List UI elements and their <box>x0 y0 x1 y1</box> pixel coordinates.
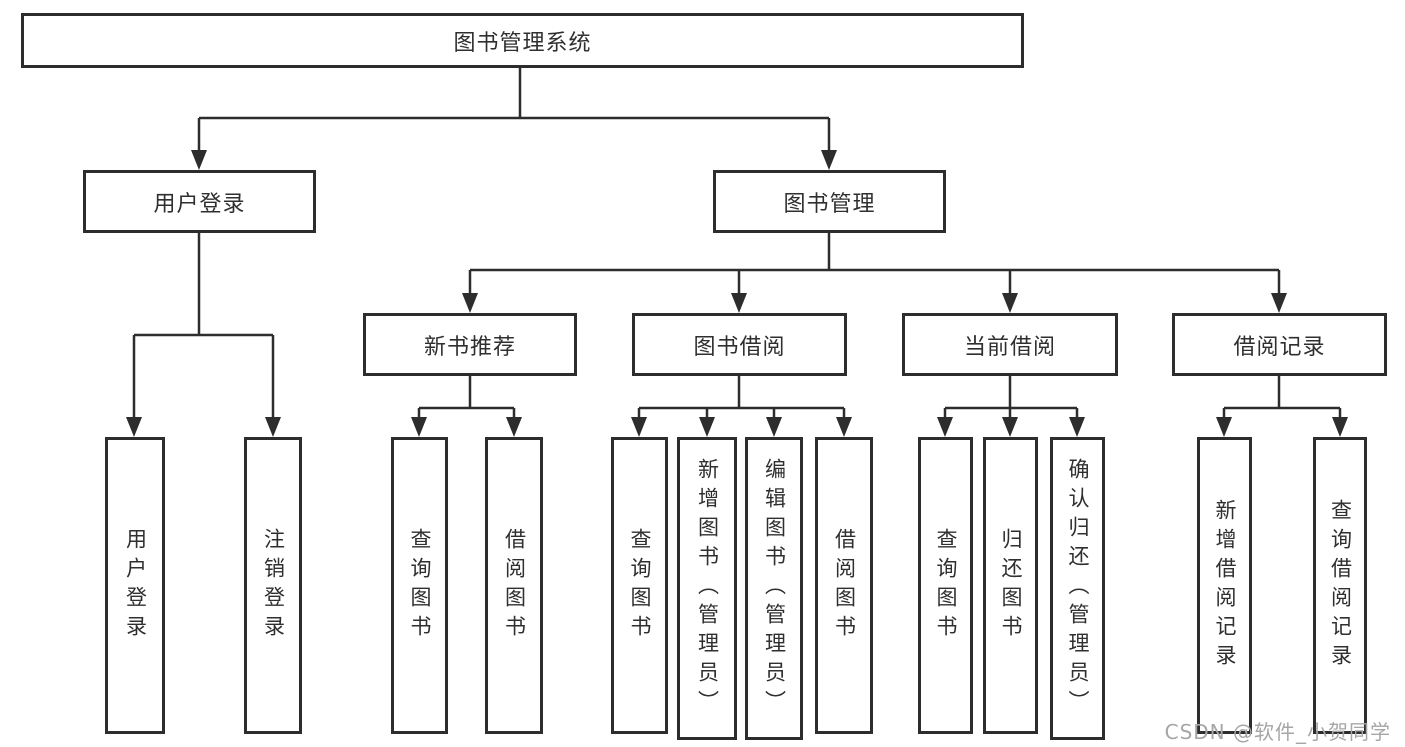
leaf-return-book: 归还图书 <box>983 437 1038 734</box>
node-book-borrow-label: 图书借阅 <box>693 334 786 360</box>
leaf-query-borrow-record-label: 查询借阅记录 <box>1328 498 1353 673</box>
leaf-add-borrow-record-label: 新增借阅记录 <box>1213 498 1237 673</box>
connector-recborrow-branch <box>1222 376 1342 419</box>
node-root-label: 图书管理系统 <box>453 30 592 56</box>
connector-newbook-branch <box>417 376 516 419</box>
arrow-new-book <box>462 293 478 313</box>
node-book-borrow: 图书借阅 <box>632 313 847 376</box>
leaf-borrow-book: 借阅图书 <box>815 437 873 734</box>
node-book-management: 图书管理 <box>713 170 946 233</box>
leaf-query-book-current-label: 查询图书 <box>934 527 958 644</box>
leaf-return-book-label: 归还图书 <box>999 527 1023 644</box>
arrow-leaf-edit-book <box>766 417 782 437</box>
node-current-borrow: 当前借阅 <box>902 313 1118 376</box>
leaf-add-borrow-record: 新增借阅记录 <box>1197 437 1252 734</box>
node-user-login-label: 用户登录 <box>153 191 246 217</box>
arrow-borrow-records <box>1271 293 1287 313</box>
arrow-leaf-return-book <box>1002 417 1018 437</box>
arrow-leaf-query-record <box>1332 417 1348 437</box>
arrow-book-mgmt <box>821 150 837 170</box>
leaf-user-login-label: 用户登录 <box>123 527 148 644</box>
leaf-logout-label: 注销登录 <box>261 527 286 644</box>
node-book-management-label: 图书管理 <box>783 191 876 217</box>
leaf-query-book-current: 查询图书 <box>918 437 973 734</box>
leaf-query-book-recommend: 查询图书 <box>391 437 448 734</box>
connector-root-drops <box>197 118 831 152</box>
node-user-login: 用户登录 <box>83 170 316 233</box>
connector-bookborrow-branch <box>637 376 846 419</box>
connector-curborrow-branch <box>943 376 1079 419</box>
arrow-user-login <box>191 150 207 170</box>
arrow-leaf-confirm-return <box>1069 417 1085 437</box>
arrow-current-borrow <box>1002 293 1018 313</box>
leaf-query-book-recommend-label: 查询图书 <box>408 527 432 644</box>
node-root-system: 图书管理系统 <box>21 13 1024 68</box>
arrow-leaf-query-rec <box>411 417 427 437</box>
arrow-leaf-user-login <box>126 417 142 437</box>
node-borrow-records-label: 借阅记录 <box>1233 334 1326 360</box>
leaf-user-login: 用户登录 <box>105 437 165 734</box>
leaf-confirm-return-admin: 确认归还（管理员） <box>1050 437 1105 740</box>
leaf-add-book-admin-label: 新增图书（管理员） <box>695 458 720 719</box>
arrow-leaf-borrow-rec <box>506 417 522 437</box>
connector-root-to-level1 <box>199 68 829 120</box>
leaf-borrow-book-recommend: 借阅图书 <box>485 437 543 734</box>
leaf-edit-book-admin-label: 编辑图书（管理员） <box>762 458 787 719</box>
node-new-book-recommend-label: 新书推荐 <box>423 334 516 360</box>
leaf-borrow-book-label: 借阅图书 <box>832 527 857 644</box>
leaf-query-book-borrow-label: 查询图书 <box>628 527 652 644</box>
arrow-book-borrow <box>731 293 747 313</box>
connector-userlogin-branch <box>132 233 275 419</box>
arrowheads <box>126 150 1348 437</box>
node-new-book-recommend: 新书推荐 <box>363 313 577 376</box>
arrow-leaf-query-borrow <box>631 417 647 437</box>
leaf-query-book-borrow: 查询图书 <box>611 437 668 734</box>
leaf-add-book-admin: 新增图书（管理员） <box>677 437 737 740</box>
csdn-watermark: CSDN @软件_小贺同学 <box>1164 720 1391 744</box>
leaf-logout: 注销登录 <box>244 437 302 734</box>
node-borrow-records: 借阅记录 <box>1172 313 1387 376</box>
arrow-leaf-add-book <box>699 417 715 437</box>
connector-bookmgmt-branch <box>468 233 1281 295</box>
leaf-borrow-book-recommend-label: 借阅图书 <box>502 527 527 644</box>
node-current-borrow-label: 当前借阅 <box>963 334 1056 360</box>
leaf-confirm-return-admin-label: 确认归还（管理员） <box>1066 458 1090 719</box>
arrow-leaf-logout <box>265 417 281 437</box>
leaf-edit-book-admin: 编辑图书（管理员） <box>745 437 803 740</box>
leaf-query-borrow-record: 查询借阅记录 <box>1313 437 1367 734</box>
arrow-leaf-query-current <box>937 417 953 437</box>
arrow-leaf-borrow-book <box>836 417 852 437</box>
arrow-leaf-add-record <box>1216 417 1232 437</box>
